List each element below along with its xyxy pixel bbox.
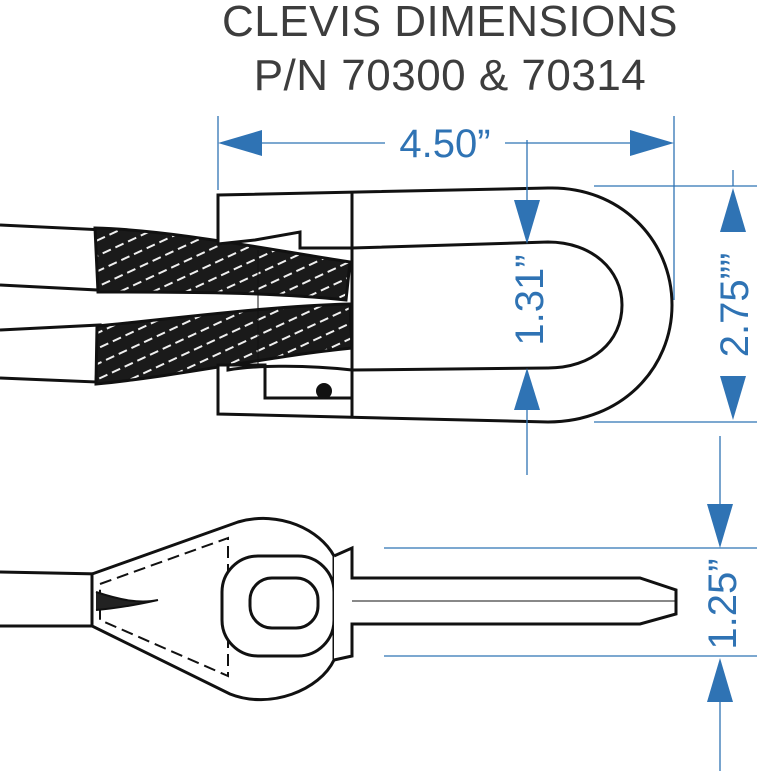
label-inner-opening: 1.31” bbox=[508, 254, 552, 345]
dimension-lines bbox=[217, 116, 757, 771]
diagram-part-numbers: P/N 70300 & 70314 bbox=[253, 51, 647, 100]
side-cable-jacket bbox=[0, 570, 102, 628]
upper-cable-jacket bbox=[0, 223, 107, 292]
diagram-title: CLEVIS DIMENSIONS bbox=[222, 0, 678, 46]
arrow-up-1-25 bbox=[707, 658, 733, 702]
label-outer-width: 2.75”” bbox=[713, 253, 757, 358]
label-end-view-width: 1.25” bbox=[701, 558, 745, 649]
clevis-inner-slot bbox=[351, 240, 624, 372]
side-wire-taper bbox=[95, 591, 159, 611]
clevis-top-view bbox=[0, 186, 674, 424]
arrow-down-2-75 bbox=[720, 188, 746, 232]
arrow-up-2-75 bbox=[720, 376, 746, 420]
arrow-right-4-50 bbox=[630, 130, 674, 156]
lower-cable-jacket bbox=[0, 323, 102, 384]
clevis-side-view bbox=[0, 516, 678, 702]
side-pin-shank bbox=[333, 545, 678, 662]
side-eye-slot bbox=[248, 576, 320, 630]
pin-hole bbox=[316, 383, 332, 399]
upper-wire-strands bbox=[93, 226, 352, 302]
arrow-left-4-50 bbox=[218, 130, 262, 156]
clevis-lower-lug bbox=[218, 363, 353, 372]
arrow-up-1-31 bbox=[514, 368, 540, 410]
label-overall-length: 4.50” bbox=[399, 122, 490, 166]
arrow-down-1-31 bbox=[514, 200, 540, 244]
arrow-down-1-25 bbox=[707, 504, 733, 548]
